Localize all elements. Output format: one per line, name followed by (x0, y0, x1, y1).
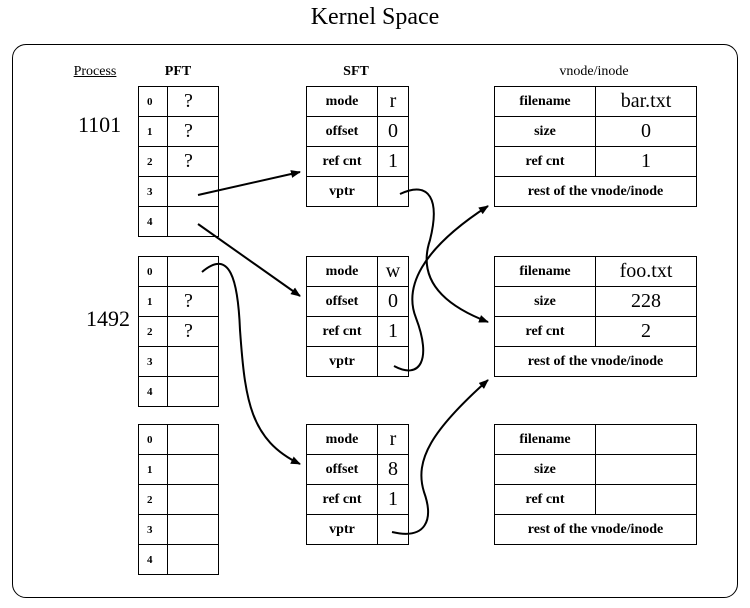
sft-offset-label: offset (306, 286, 378, 317)
pft-entry (167, 544, 219, 575)
sft-refcnt-value: 1 (377, 146, 409, 177)
pft-entry: ? (167, 86, 219, 117)
pft-index: 2 (138, 146, 168, 177)
diagram-title: Kernel Space (310, 4, 440, 30)
vnode-rest: rest of the vnode/inode (494, 346, 697, 377)
pft-row: 2? (138, 316, 219, 347)
arrow-sft3-vptr-to-foo (391, 379, 489, 535)
sft-mode-value: w (377, 256, 409, 287)
pft-entry (167, 484, 219, 515)
pft-row: 2 (138, 484, 219, 515)
pft-index: 3 (138, 514, 168, 545)
pft-row: 4 (138, 206, 219, 237)
vnode-rest: rest of the vnode/inode (494, 176, 697, 207)
vnode-filename-value (595, 424, 697, 455)
pft-row: 0? (138, 86, 219, 117)
pft-entry: ? (167, 116, 219, 147)
header-pft: PFT (164, 64, 192, 79)
pft-row: 4 (138, 376, 219, 407)
sft-refcnt-label: ref cnt (306, 484, 378, 515)
sft-mode-value: r (377, 86, 409, 117)
sft-refcnt-value: 1 (377, 484, 409, 515)
header-sft: SFT (343, 64, 369, 79)
vnode-filename-label: filename (494, 86, 596, 117)
kernel-space-frame (12, 44, 738, 598)
sft-refcnt-value: 1 (377, 316, 409, 347)
pft-entry (167, 424, 219, 455)
sft-refcnt-label: ref cnt (306, 316, 378, 347)
pft-index: 3 (138, 346, 168, 377)
header-vnode: vnode/inode (559, 64, 629, 79)
pft-table-1492: 0 1? 2? 3 4 (138, 256, 219, 407)
vnode-filename-label: filename (494, 424, 596, 455)
pft-row: 4 (138, 544, 219, 575)
pft-entry (167, 376, 219, 407)
vnode-size-label: size (494, 116, 596, 147)
pft-row: 1? (138, 116, 219, 147)
pft-row: 3 (138, 514, 219, 545)
pft-index: 0 (138, 256, 168, 287)
vnode-rest: rest of the vnode/inode (494, 514, 697, 545)
sft-vptr-value (377, 346, 409, 377)
sft-vptr-value (377, 514, 409, 545)
vnode-filename-value: foo.txt (595, 256, 697, 287)
pft-row: 0 (138, 256, 219, 287)
pft-index: 4 (138, 376, 168, 407)
vnode-size-value: 228 (595, 286, 697, 317)
header-process: Process (73, 64, 117, 79)
pft-index: 2 (138, 484, 168, 515)
pft-entry (167, 256, 219, 287)
pft-entry: ? (167, 286, 219, 317)
process-id-1492: 1492 (86, 306, 130, 331)
vnode-size-label: size (494, 286, 596, 317)
arrow-sft1-vptr-to-foo (399, 188, 489, 323)
pft-table-1101: 0? 1? 2? 3 4 (138, 86, 219, 237)
arrow-pft1101-3-to-sft1 (197, 170, 301, 196)
arrow-pft1101-4-to-sft2 (197, 223, 301, 297)
vnode-size-label: size (494, 454, 596, 485)
vnode-size-value: 0 (595, 116, 697, 147)
process-id-1101: 1101 (78, 112, 122, 137)
pft-row: 1? (138, 286, 219, 317)
arrow-sft2-vptr-to-bar (393, 205, 489, 372)
sft-offset-value: 0 (377, 116, 409, 147)
sft-vptr-label: vptr (306, 176, 378, 207)
sft-vptr-label: vptr (306, 346, 378, 377)
arrow-pft1492-0-to-sft3 (201, 263, 301, 465)
pft-table-3: 0 1 2 3 4 (138, 424, 219, 575)
vnode-refcnt-value: 2 (595, 316, 697, 347)
sft-mode-value: r (377, 424, 409, 455)
vnode-entry-3: filename size ref cnt rest of the vnode/… (494, 424, 697, 545)
pft-index: 4 (138, 206, 168, 237)
pft-row: 3 (138, 346, 219, 377)
pft-index: 1 (138, 116, 168, 147)
